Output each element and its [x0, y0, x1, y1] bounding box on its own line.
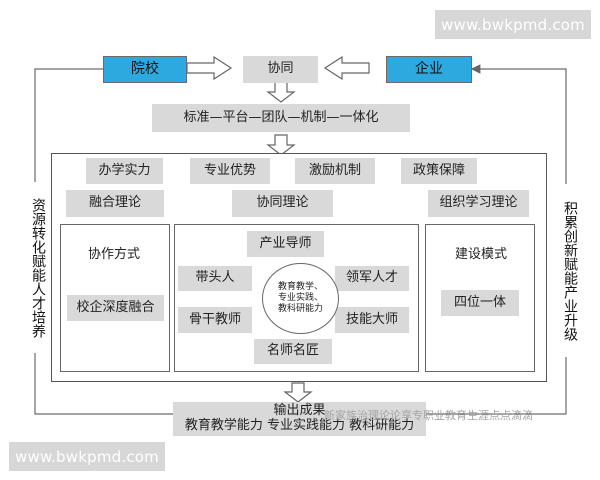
factor-school-strength-label: 办学实力 [98, 162, 151, 178]
factor-school-strength: 办学实力 [86, 158, 163, 184]
right-panel-title: 建设模式 [450, 244, 512, 266]
center-top-role-text: 产业导师 [259, 235, 312, 251]
output-results-box: 输出成果 教育教学能力 专业实践能力 教科研能力 [173, 402, 426, 436]
factor-incentive-mechanism: 激励机制 [295, 158, 375, 184]
collaboration-label: 协同 [267, 61, 294, 77]
right-panel-title-text: 建设模式 [454, 246, 507, 262]
center-left-top-role: 带头人 [178, 266, 252, 291]
arrow-output-down [283, 382, 313, 403]
theory-organizational-learning: 组织学习理论 [428, 190, 529, 217]
bottom-watermark-text: www.bwkpmd.com [15, 447, 159, 466]
right-panel-content: 四位一体 [441, 290, 519, 316]
right-side-text: 积累创新赋能产业升级 [562, 200, 578, 341]
bottom-watermark: www.bwkpmd.com [9, 442, 165, 471]
theory-integration-label: 融合理论 [88, 195, 141, 211]
top-watermark: www.bwkpmd.com [435, 10, 591, 39]
center-bottom-role: 名师名匠 [254, 339, 332, 364]
collaboration-box: 协同 [243, 56, 318, 83]
center-left-bottom-role: 骨干教师 [178, 307, 252, 333]
output-content: 教育教学能力 专业实践能力 教科研能力 [184, 418, 415, 433]
output-title: 输出成果 [273, 403, 326, 419]
theory-collaboration-label: 协同理论 [256, 195, 309, 211]
theory-collaboration: 协同理论 [232, 190, 333, 217]
factor-incentive-mechanism-label: 激励机制 [308, 162, 361, 178]
factor-major-advantage-label: 专业优势 [203, 162, 256, 178]
standard-chain-box: 标准—平台—团队—机制—一体化 [152, 104, 410, 132]
left-side-label: 资源转化赋能人才培养 [25, 182, 46, 353]
center-right-top-role: 领军人才 [335, 266, 409, 291]
core-capability-text: 教育教学、 专业实践、 教科研能力 [277, 281, 323, 315]
output-overlay-watermark-text: 新家族治理论论享专职业教育生涯点点滴滴 [324, 409, 533, 422]
factor-policy-guarantee-label: 政策保障 [412, 162, 465, 178]
standard-chain-label: 标准—平台—团队—机制—一体化 [183, 109, 379, 125]
left-panel-title: 协作方式 [78, 244, 150, 266]
enterprise-label: 企业 [415, 60, 443, 77]
arrow-collab-down [266, 81, 296, 103]
center-top-role: 产业导师 [247, 231, 324, 257]
college-label: 院校 [131, 60, 159, 77]
theory-organizational-learning-label: 组织学习理论 [439, 195, 518, 211]
left-side-text: 资源转化赋能人才培养 [30, 197, 46, 338]
output-overlay-watermark: 新家族治理论论享专职业教育生涯点点滴滴 [324, 409, 550, 423]
arrow-chain-down [266, 134, 296, 156]
center-left-top-role-text: 带头人 [195, 270, 235, 286]
factor-policy-guarantee: 政策保障 [401, 158, 477, 184]
center-left-bottom-role-text: 骨干教师 [188, 311, 241, 327]
left-panel-content-text: 校企深度融合 [76, 299, 155, 315]
right-side-label: 积累创新赋能产业升级 [557, 184, 578, 357]
center-bottom-role-text: 名师名匠 [266, 343, 319, 359]
center-right-bottom-role-text: 技能大师 [345, 311, 398, 327]
right-panel-content-text: 四位一体 [453, 294, 506, 310]
core-capability-circle: 教育教学、 专业实践、 教科研能力 [262, 263, 339, 334]
center-right-top-role-text: 领军人才 [345, 270, 398, 286]
left-panel-title-text: 协作方式 [87, 246, 140, 262]
arrow-college-to-collab [186, 55, 233, 81]
factor-major-advantage: 专业优势 [190, 158, 270, 184]
top-watermark-text: www.bwkpmd.com [441, 15, 585, 34]
college-box: 院校 [103, 56, 187, 83]
theory-integration: 融合理论 [66, 190, 164, 217]
enterprise-box: 企业 [386, 56, 472, 83]
center-right-bottom-role: 技能大师 [335, 307, 409, 333]
arrow-enterprise-to-collab [323, 55, 370, 81]
left-panel-content: 校企深度融合 [67, 295, 164, 321]
